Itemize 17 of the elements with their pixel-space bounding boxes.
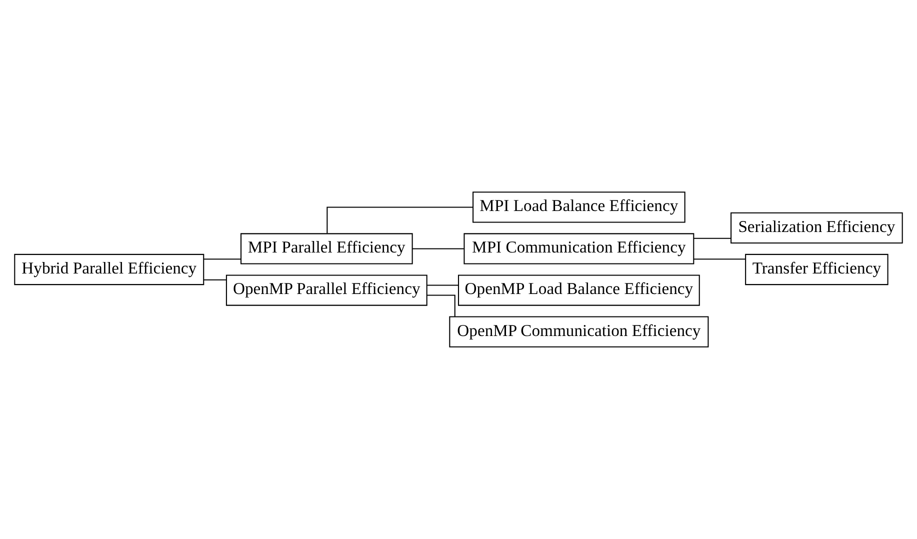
node-box: Serialization Efficiency (730, 212, 903, 244)
connector (427, 284, 458, 286)
connector (412, 248, 464, 250)
node-box: MPI Load Balance Efficiency (472, 192, 686, 223)
connector (326, 206, 473, 234)
connector (204, 258, 241, 260)
node-box: MPI Parallel Efficiency (240, 233, 413, 264)
node-box: MPI Communication Efficiency (464, 233, 694, 264)
connector (694, 238, 731, 239)
connector (204, 279, 226, 280)
node-box: Hybrid Parallel Efficiency (14, 254, 204, 286)
node-box: OpenMP Communication Efficiency (449, 316, 709, 348)
node-box: OpenMP Parallel Efficiency (226, 274, 428, 306)
connector (694, 258, 746, 260)
node-box: OpenMP Load Balance Efficiency (458, 274, 700, 306)
connector (427, 294, 456, 317)
node-box: Transfer Efficiency (745, 254, 888, 286)
